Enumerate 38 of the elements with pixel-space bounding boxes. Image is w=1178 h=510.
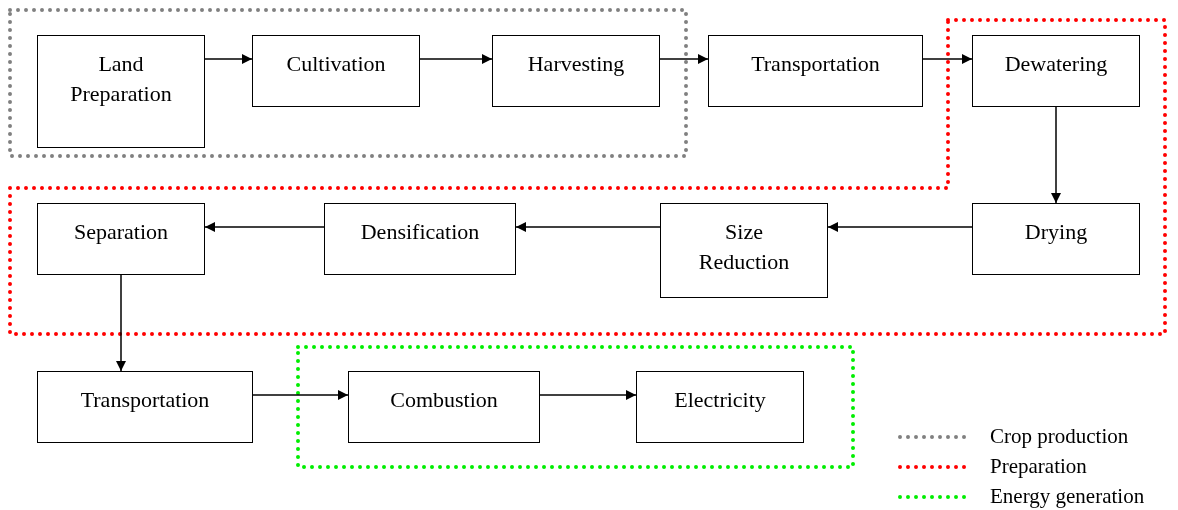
box-label: Densification <box>360 218 480 246</box>
process-box <box>37 35 205 148</box>
process-box <box>492 35 660 107</box>
legend-label: Energy generation <box>990 484 1145 508</box>
process-box <box>37 203 205 275</box>
arrow <box>922 54 973 64</box>
arrow <box>1051 106 1061 204</box>
process-box <box>708 35 923 107</box>
box-label: Harvesting <box>527 50 625 78</box>
arrow <box>515 222 661 232</box>
box-label: Combustion <box>390 386 498 414</box>
box-label: Transportation <box>80 386 210 414</box>
box-label: Cultivation <box>286 50 386 78</box>
box-label: Dewatering <box>1004 50 1108 78</box>
box-label: Size Reduction <box>697 218 791 276</box>
process-box <box>37 371 253 443</box>
arrow <box>659 54 709 64</box>
process-box <box>660 203 828 298</box>
arrow <box>539 390 637 400</box>
process-box <box>636 371 804 443</box>
box-label: Land Preparation <box>69 50 173 108</box>
arrow <box>827 222 973 232</box>
box-label: Transportation <box>751 50 880 78</box>
legend-label: Preparation <box>990 454 1087 478</box>
process-box <box>972 35 1140 107</box>
box-label: Drying <box>1024 218 1088 246</box>
process-box <box>348 371 540 443</box>
legend-label: Crop production <box>990 424 1129 448</box>
process-box <box>252 35 420 107</box>
arrow <box>252 390 349 400</box>
arrow <box>116 274 126 372</box>
arrow <box>204 222 325 232</box>
process-box <box>972 203 1140 275</box>
arrow <box>419 54 493 64</box>
box-label: Electricity <box>674 386 766 414</box>
arrow <box>204 54 253 64</box>
box-label: Separation <box>73 218 169 246</box>
process-box <box>324 203 516 275</box>
